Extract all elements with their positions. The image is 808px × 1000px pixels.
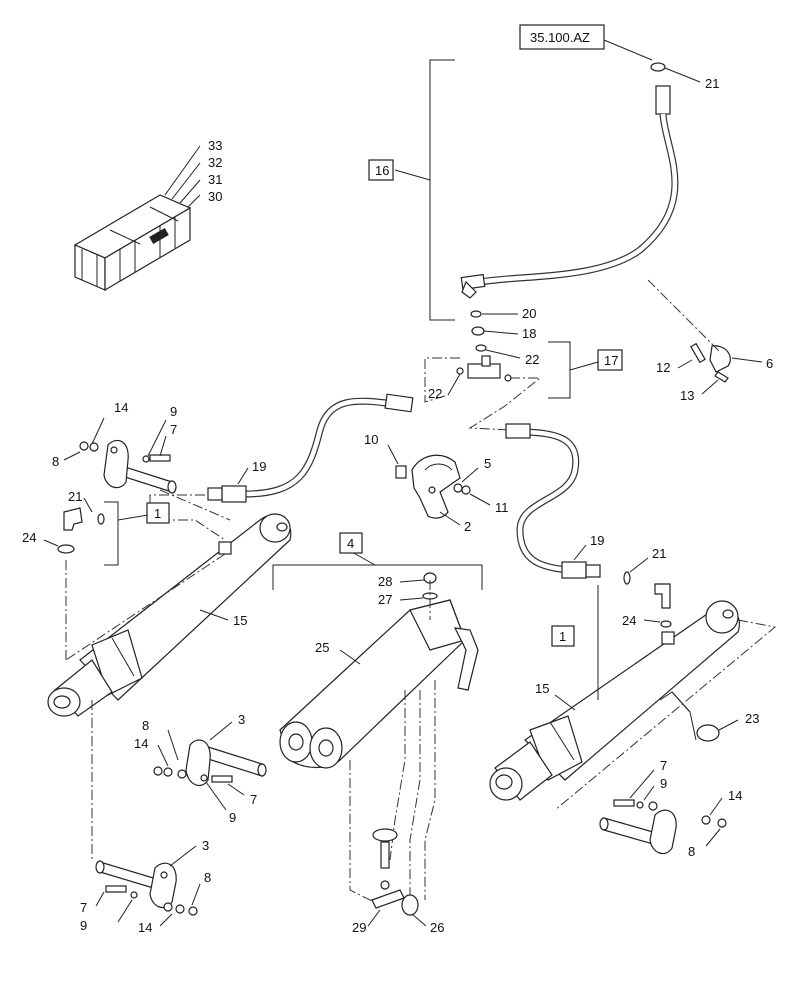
label-box-16: 16 [375,163,389,178]
bracket-17 [548,341,571,399]
centerline-arm-4 [424,680,436,900]
box-16 [368,159,394,181]
callout-7-middle: 7 [250,792,257,807]
label-box-1-left: 1 [154,506,161,521]
bolt-29-assembly [371,828,419,916]
label-box-1-right: 1 [559,629,566,644]
callout-24-left: 24 [22,530,36,545]
callout-2: 2 [464,519,471,534]
crate-drawing [73,145,201,292]
callout-19-left: 19 [252,459,266,474]
callout-29: 29 [352,920,366,935]
callout-11: 11 [495,500,509,515]
cylinder-15-left [47,513,292,717]
callout-6: 6 [766,356,773,371]
box-1-right [551,625,575,647]
elbow-24-left [63,507,83,531]
callout-7-left: 7 [170,422,177,437]
callout-30: 30 [208,189,222,204]
ref-box [519,24,605,50]
centerline-tee-left [424,357,460,403]
centerline-arm-3 [409,690,421,900]
pin-3-left-top [103,439,177,494]
pin-right [599,809,677,855]
centerline-hose-clamp [647,279,721,353]
ref-box-group: 35.100.AZ [519,24,653,61]
callout-3-bottom: 3 [202,838,209,853]
callout-31: 31 [208,172,222,187]
centerline-cyl-left-port [65,553,226,661]
callout-10: 10 [364,432,378,447]
callout-22-upper: 22 [525,352,539,367]
centerline-cyl-right [554,619,777,811]
callout-9-bottom: 9 [80,918,87,933]
centerline-arm-1 [349,760,381,906]
bracket-2 [395,454,471,519]
bracket-1-left [104,501,119,566]
callout-5: 5 [484,456,491,471]
box-17 [597,349,623,371]
callout-9-left: 9 [170,404,177,419]
pin-3-bottom [95,860,177,909]
ref-code-35-100-az: 35.100.AZ [530,30,590,45]
callout-13: 13 [680,388,694,403]
callout-22-lower: 22 [428,386,442,401]
bracket-16 [429,59,455,321]
callout-14-bottom: 14 [138,920,152,935]
callout-15-right: 15 [535,681,549,696]
box-1-left [146,502,170,524]
callout-23: 23 [745,711,759,726]
cylinder-15-right [489,600,741,801]
box-4 [339,532,363,554]
label-box-17: 17 [604,353,618,368]
label-box-4: 4 [347,536,354,551]
clamp-6 [690,342,731,383]
callout-7-bottom: 7 [80,900,87,915]
callout-8-left: 8 [52,454,59,469]
o-ring-21-top [650,62,666,72]
callout-21-top: 21 [705,76,719,91]
hose-16 [460,85,679,299]
callout-24-right: 24 [622,613,636,628]
callout-14-left: 14 [114,400,128,415]
callout-32: 32 [208,155,222,170]
callout-9-middle: 9 [229,810,236,825]
callout-33: 33 [208,138,222,153]
tee-fitting [456,355,512,382]
elbow-24-right [654,583,671,609]
callout-28: 28 [378,574,392,589]
centerline-pin-top [159,489,231,521]
callout-21-right: 21 [652,546,666,561]
callout-20: 20 [522,306,536,321]
callout-18: 18 [522,326,536,341]
callout-26: 26 [430,920,444,935]
callout-8-middle: 8 [142,718,149,733]
hose-19-right [505,423,601,579]
pin-3-middle [185,739,267,787]
callout-9-right: 9 [660,776,667,791]
callout-14-right: 14 [728,788,742,803]
callout-14-middle: 14 [134,736,148,751]
callout-12: 12 [656,360,670,375]
callout-15-left: 15 [233,613,247,628]
callout-27: 27 [378,592,392,607]
callout-21-left: 21 [68,489,82,504]
callout-19-right: 19 [590,533,604,548]
bracket-4 [272,564,483,590]
arm-25 [279,599,479,769]
hose-19-left [207,393,414,503]
callout-8-bottom: 8 [204,870,211,885]
callout-8-right: 8 [688,844,695,859]
callout-25: 25 [315,640,329,655]
callout-3-middle: 3 [238,712,245,727]
callout-7-right: 7 [660,758,667,773]
centerline-tee-right [468,377,542,431]
